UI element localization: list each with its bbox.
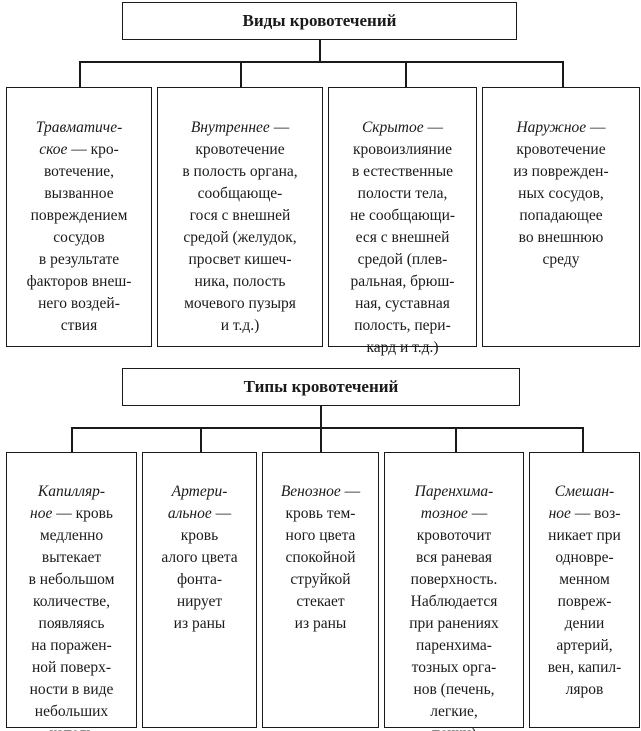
bleeding-type-venous: Венозное — кровь тем- ного цвета спокойн… — [262, 452, 379, 728]
description: — кровь тем- ного цвета спокойной струйк… — [285, 483, 361, 632]
bleeding-type-parenchymal: Паренхима- тозное — кровоточит вся ранев… — [384, 452, 524, 731]
description: — кро- вотечение, вызванное повреждением… — [26, 141, 132, 334]
bleeding-kind-external: Наружное — кровотечение из поврежден- ны… — [482, 87, 640, 347]
bleeding-type-capillary: Капилляр- ное — кровь медленно вытекает … — [6, 452, 137, 731]
description: — кровоточит вся раневая поверхность. На… — [409, 505, 499, 731]
term: Травматиче- ское — [35, 119, 123, 158]
section1-trunk-line — [319, 40, 321, 62]
term: Внутреннее — [190, 119, 270, 136]
bleeding-kind-internal: Внутреннее — кровотечение в полость орга… — [157, 87, 323, 347]
term: Артери- альное — [167, 483, 228, 522]
section2-drop-1 — [71, 427, 73, 453]
term: Наружное — [516, 119, 587, 136]
section2-drop-4 — [455, 427, 457, 453]
term: Венозное — [280, 483, 341, 500]
description: — кровотечение в полость органа, сообщаю… — [182, 119, 298, 334]
description: — кровь медленно вытекает в небольшом ко… — [28, 505, 115, 731]
section2-trunk-line — [320, 406, 322, 428]
description: — кровоизлияние в естественные полости т… — [349, 119, 456, 356]
description: — кровотечение из поврежден- ных сосудов… — [513, 119, 609, 268]
section1-drop-1 — [79, 61, 81, 88]
section2-title-box: Типы кровотечений — [122, 368, 520, 406]
section2-drop-5 — [582, 427, 584, 453]
term: Скрытое — [361, 119, 424, 136]
term: Смешан- ное — [548, 483, 615, 522]
description: — кровь алого цвета фонта- нирует из ран… — [161, 505, 238, 632]
term: Паренхима- тозное — [414, 483, 494, 522]
bleeding-type-arterial: Артери- альное — кровь алого цвета фонта… — [142, 452, 257, 728]
bleeding-kind-hidden: Скрытое — кровоизлияние в естественные п… — [328, 87, 477, 356]
bleeding-type-mixed: Смешан- ное — воз- никает при одновре- м… — [529, 452, 640, 728]
bleeding-kind-traumatic: Травматиче- ское — кро- вотечение, вызва… — [6, 87, 152, 347]
section2-drop-3 — [320, 427, 322, 453]
section2-bus-line — [71, 427, 583, 429]
term: Капилляр- ное — [30, 483, 106, 522]
section1-drop-2 — [240, 61, 242, 88]
section1-drop-4 — [562, 61, 564, 88]
description: — воз- никает при одновре- менном повреж… — [547, 505, 622, 698]
section1-title-box: Виды кровотечений — [122, 2, 517, 40]
section1-title: Виды кровотечений — [242, 11, 397, 30]
section1-bus-line — [79, 61, 563, 63]
section2-drop-2 — [200, 427, 202, 453]
section2-title: Типы кровотечений — [243, 377, 399, 396]
section1-drop-3 — [405, 61, 407, 88]
